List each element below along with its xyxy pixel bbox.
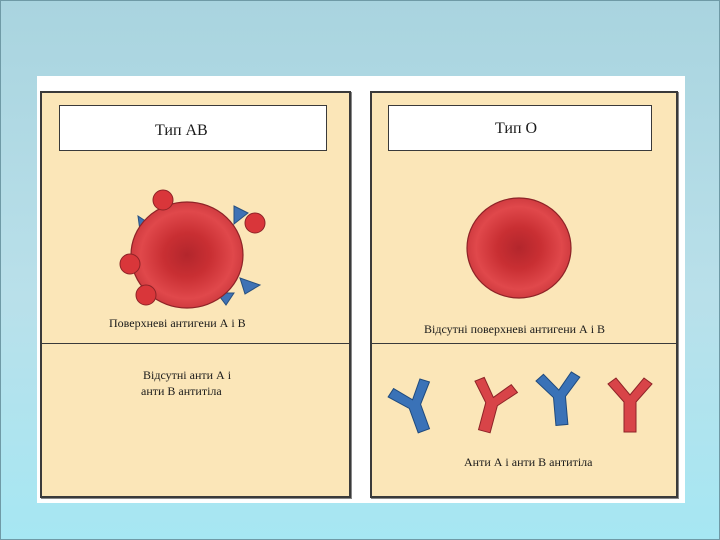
- title-box-type-o: Тип О: [388, 105, 652, 151]
- title-box-type-ab: Тип АВ: [59, 105, 327, 151]
- divider-left: [42, 343, 349, 344]
- divider-right: [372, 343, 676, 344]
- title-type-ab: Тип АВ: [155, 122, 208, 139]
- antibodies-label-line2: анти В антитіла: [141, 384, 222, 398]
- type-o-cell-art: [466, 197, 572, 299]
- card-type-ab: Тип АВ По: [40, 91, 351, 498]
- red-blood-cell-icon: [466, 197, 572, 299]
- antigen-a-icon: [152, 189, 174, 211]
- antigen-b-icon: [233, 205, 249, 226]
- blood-type-illustration: Тип АВ По: [37, 76, 685, 503]
- antigen-a-icon: [135, 284, 157, 306]
- title-type-o: Тип О: [495, 120, 538, 137]
- card-type-o: Тип О Відсутні поверхневі антигени А і В: [370, 91, 678, 498]
- antigen-b-icon: [239, 277, 262, 295]
- antibody-icon: [607, 377, 653, 433]
- antibodies-label-line1: Відсутні анти А і: [143, 368, 232, 382]
- antigen-a-icon: [244, 212, 266, 234]
- antibody-icon: [387, 378, 431, 434]
- surface-antigens-absent-label: Відсутні поверхневі антигени А і В: [424, 322, 606, 336]
- antibody-icon: [474, 376, 519, 434]
- antibody-icon: [535, 371, 581, 426]
- antibodies-present-label: Анти А і анти В антитіла: [464, 455, 593, 469]
- type-ab-cell-art: [119, 189, 266, 309]
- antibodies-art: [387, 371, 653, 434]
- antigen-a-icon: [119, 253, 141, 275]
- surface-antigens-label: Поверхневі антигени А і В: [109, 316, 246, 330]
